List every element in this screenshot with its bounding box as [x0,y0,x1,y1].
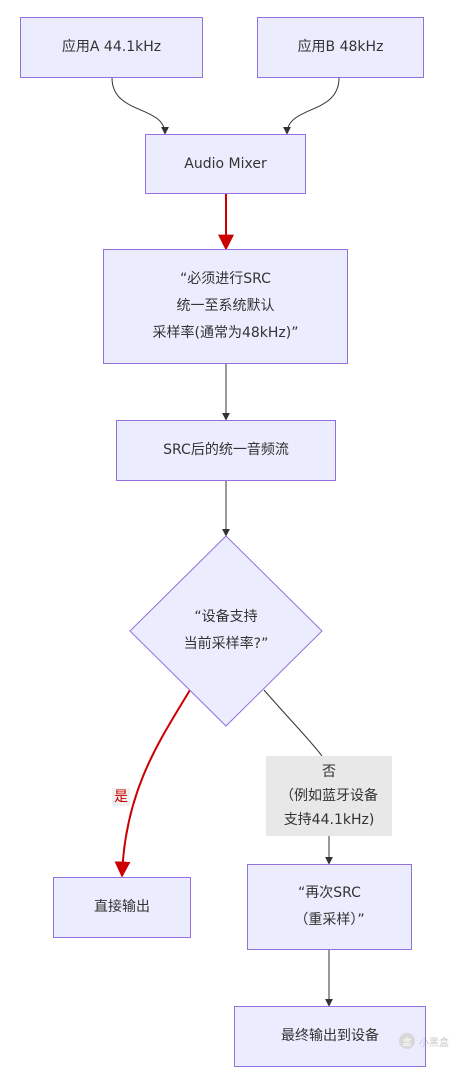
node-resample-again-line-1: “再次SRC [298,885,361,901]
edge-decision-yes[interactable] [114,689,191,878]
edge-app-a-to-mixer [111,77,169,135]
node-app-a[interactable]: 应用A 44.1kHz [20,17,203,78]
node-src-required-line-3: 采样率(通常为48kHz)” [152,325,299,341]
edge-no-label-line-1: 否 [322,764,336,780]
node-unified-stream-label: SRC后的统一音频流 [163,442,289,458]
node-resample-again-line-2: （重采样）” [294,912,365,928]
node-direct-output[interactable]: 直接输出 [53,877,191,938]
node-unified-stream[interactable]: SRC后的统一音频流 [116,420,336,481]
node-audio-mixer[interactable]: Audio Mixer [145,134,306,194]
edge-no-label-line-2: （例如蓝牙设备 [280,788,378,804]
node-app-b[interactable]: 应用B 48kHz [257,17,424,78]
edge-no-label: 否 （例如蓝牙设备 支持44.1kHz) [266,756,392,836]
node-src-required-line-2: 统一至系统默认 [176,298,275,314]
decision-text: “设备支持 当前采样率?” [146,596,306,666]
edge-decision-no [263,689,323,757]
node-resample-again[interactable]: “再次SRC （重采样）” [247,864,412,950]
decision-line-2: 当前采样率?” [183,636,269,652]
heybox-logo-icon: 盒 [399,1033,415,1049]
edge-no-label-line-3: 支持44.1kHz) [283,812,375,828]
edge-app-b-to-mixer [283,77,340,135]
watermark: 盒 小黑盒 [399,1033,449,1049]
node-app-a-label: 应用A 44.1kHz [61,39,162,55]
node-app-b-label: 应用B 48kHz [297,39,384,55]
watermark-text: 小黑盒 [419,1037,449,1049]
node-direct-output-label: 直接输出 [94,899,150,915]
node-audio-mixer-label: Audio Mixer [184,155,267,172]
node-src-required-line-1: “必须进行SRC [180,271,271,287]
node-final-output[interactable]: 最终输出到设备 [234,1006,426,1067]
decision-diamond[interactable] [129,535,323,727]
node-src-required[interactable]: “必须进行SRC 统一至系统默认 采样率(通常为48kHz)” [103,249,348,364]
decision-line-1: “设备支持 [194,609,258,625]
node-final-output-label: 最终输出到设备 [281,1028,379,1044]
edge-yes-label: 是 [112,788,130,806]
